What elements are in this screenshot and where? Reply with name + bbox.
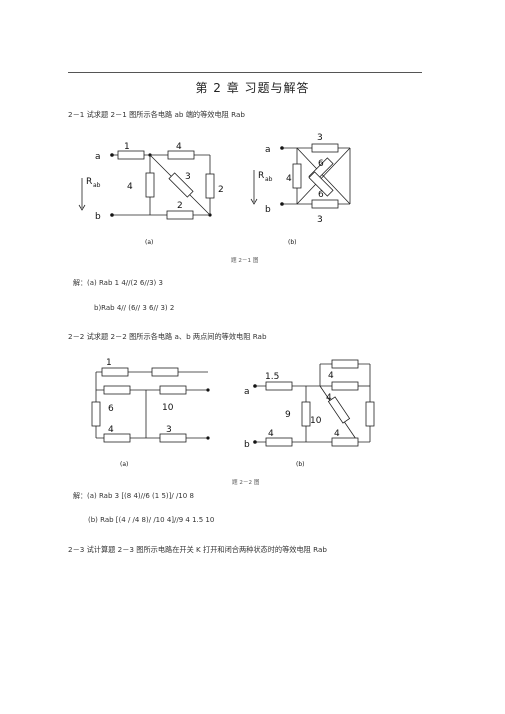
resistor-4 bbox=[103, 433, 131, 443]
resistor-6-b bbox=[308, 171, 334, 197]
solution-2-1b: b)Rab 4// (6// 3 6// 3) 2 bbox=[94, 304, 175, 312]
svg-text:3: 3 bbox=[317, 133, 323, 143]
resistor-3-top bbox=[311, 143, 339, 153]
resistor-top-right bbox=[151, 367, 179, 377]
header-rule bbox=[68, 72, 422, 73]
circuit-2-1a: a b R ab 1 4 4 3 2 2 bbox=[78, 142, 224, 222]
solution-2-2a: 解：(a) Rab 3 [(8 4)//6 (1 5)]/ /10 8 bbox=[73, 492, 194, 500]
svg-text:b: b bbox=[265, 205, 271, 215]
svg-text:b: b bbox=[95, 212, 101, 222]
resistor-1-5 bbox=[265, 381, 293, 391]
resistor-4 bbox=[292, 163, 302, 189]
resistor-4-left bbox=[145, 172, 155, 198]
resistor-2-right bbox=[205, 173, 215, 199]
resistor-4-mid bbox=[331, 381, 359, 391]
figure-2-1: a b R ab 1 4 4 3 2 2 a b R ab 3 4 6 6 3 bbox=[78, 133, 351, 246]
question-2-3: 2－3 试计算题 2－3 图所示电路在开关 K 打开和闭合两种状态时的等效电阻 … bbox=[68, 545, 327, 554]
solution-2-2b: (b) Rab [(4 / /4 8)/ /10 4]//9 4 1.5 10 bbox=[88, 516, 215, 524]
resistor-3 bbox=[159, 433, 187, 443]
chapter-title: 第 2 章 习题与解答 bbox=[195, 81, 310, 95]
svg-text:R: R bbox=[258, 171, 264, 181]
sublabel-2-2b: (b) bbox=[296, 461, 305, 468]
circuit-2-2b: a b 1.5 4 4 9 10 4 4 bbox=[244, 359, 375, 450]
resistor-2-bottom bbox=[166, 210, 194, 220]
circuit-2-2a: 1 6 10 4 3 bbox=[91, 358, 210, 443]
svg-text:1: 1 bbox=[106, 358, 112, 368]
svg-text:6: 6 bbox=[108, 404, 114, 414]
resistor-4-bl bbox=[265, 437, 293, 447]
caption-2-1: 题 2－1 图 bbox=[231, 258, 259, 264]
resistor-top2-right bbox=[159, 385, 187, 395]
resistor-4-top bbox=[167, 150, 195, 160]
svg-text:4: 4 bbox=[268, 429, 274, 439]
resistor-3-bottom bbox=[311, 199, 339, 209]
svg-text:2: 2 bbox=[177, 201, 183, 211]
svg-text:b: b bbox=[244, 440, 250, 450]
caption-2-2: 题 2－2 图 bbox=[232, 480, 260, 486]
svg-text:1.5: 1.5 bbox=[265, 372, 279, 382]
svg-text:a: a bbox=[95, 152, 101, 162]
resistor-3-diag bbox=[168, 172, 194, 198]
svg-text:1: 1 bbox=[124, 142, 130, 152]
resistor-right bbox=[365, 401, 375, 427]
svg-text:2: 2 bbox=[218, 185, 224, 195]
resistor-1 bbox=[117, 150, 145, 160]
resistor-10 bbox=[327, 396, 351, 424]
sublabel-2-1a: (a) bbox=[145, 239, 153, 246]
svg-text:3: 3 bbox=[317, 215, 323, 225]
resistor-4-top bbox=[331, 359, 359, 369]
svg-text:4: 4 bbox=[127, 182, 133, 192]
question-2-2: 2－2 试求题 2－2 图所示各电路 a、b 两点间的等效电阻 Rab bbox=[68, 332, 267, 341]
svg-text:10: 10 bbox=[162, 403, 174, 413]
svg-text:4: 4 bbox=[176, 142, 182, 152]
svg-text:3: 3 bbox=[185, 172, 191, 182]
resistor-1 bbox=[101, 367, 129, 377]
svg-text:6: 6 bbox=[318, 190, 324, 200]
svg-text:ab: ab bbox=[93, 182, 101, 189]
resistor-left bbox=[91, 401, 101, 427]
svg-text:9: 9 bbox=[285, 410, 291, 420]
sublabel-2-2a: (a) bbox=[120, 461, 128, 468]
svg-text:R: R bbox=[86, 177, 92, 187]
resistor-4-br bbox=[331, 437, 359, 447]
svg-text:ab: ab bbox=[265, 176, 273, 183]
resistor-top2 bbox=[103, 385, 131, 395]
svg-text:10: 10 bbox=[310, 416, 322, 426]
question-2-1: 2－1 试求题 2－1 图所示各电路 ab 端的等效电阻 Rab bbox=[68, 110, 245, 119]
svg-text:3: 3 bbox=[166, 425, 172, 435]
svg-text:4: 4 bbox=[108, 425, 114, 435]
figure-2-2: 1 6 10 4 3 a b 1.5 4 4 9 10 4 4 (a) ( bbox=[91, 358, 375, 468]
solution-2-1a: 解：(a) Rab 1 4//(2 6//3) 3 bbox=[73, 279, 163, 287]
circuit-2-1b: a b R ab 3 4 6 6 3 bbox=[250, 133, 351, 225]
svg-text:6: 6 bbox=[318, 159, 324, 169]
svg-text:4: 4 bbox=[328, 371, 334, 381]
svg-text:4: 4 bbox=[286, 174, 292, 184]
svg-text:4: 4 bbox=[326, 393, 332, 403]
svg-text:a: a bbox=[265, 145, 271, 155]
svg-text:a: a bbox=[244, 387, 250, 397]
svg-text:4: 4 bbox=[334, 429, 340, 439]
resistor-9 bbox=[301, 401, 311, 427]
sublabel-2-1b: (b) bbox=[288, 239, 297, 246]
